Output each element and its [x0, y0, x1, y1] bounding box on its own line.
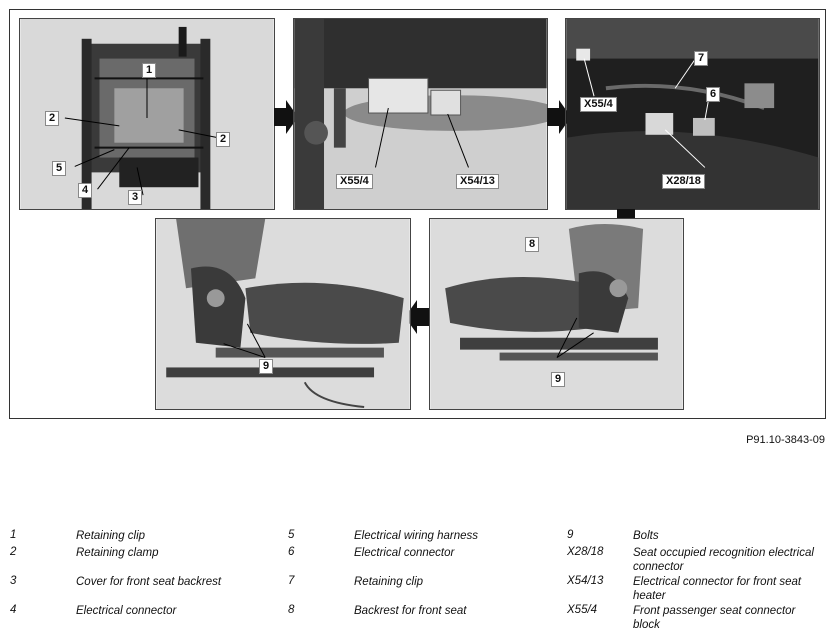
legend-key: 1 [10, 529, 17, 541]
legend-text: Retaining clamp [76, 547, 159, 559]
legend-key: 5 [288, 529, 295, 541]
figure-frame: 1 2 2 5 4 3 X55/4 X54/13 [9, 9, 826, 419]
callout-4: 4 [78, 183, 93, 198]
photo-panel-seat-bolts: 9 [155, 218, 411, 410]
legend-key: X28/18 [567, 546, 604, 558]
legend-key: 8 [288, 604, 295, 616]
legend-key: 7 [288, 575, 295, 587]
legend-text: Bolts [633, 530, 659, 542]
arrow-right-icon [274, 100, 298, 134]
callout-2-right: 2 [216, 132, 231, 147]
legend-text: Retaining clip [76, 530, 146, 542]
callout-7: 7 [694, 51, 709, 66]
callout-6: 6 [706, 87, 721, 102]
legend-text: Retaining clip [354, 576, 424, 588]
callout-5: 5 [52, 161, 67, 176]
legend-text: Seat occupied recognition electrical con… [633, 547, 814, 573]
legend-key: 6 [288, 546, 295, 558]
arrow-left-icon [405, 300, 429, 334]
legend-key: X55/4 [567, 604, 598, 616]
legend-text: Electrical connector [76, 605, 177, 617]
legend-text: Backrest for front seat [354, 605, 467, 617]
callout-8: 8 [525, 237, 540, 252]
callout-3: 3 [128, 190, 143, 205]
callout-x54-13: X54/13 [456, 174, 499, 189]
legend-key: 3 [10, 575, 17, 587]
seat-bolts-photo [156, 219, 410, 409]
figure-reference: P91.10-3843-09 [746, 434, 825, 446]
callout-x28-18: X28/18 [662, 174, 705, 189]
legend-text: Electrical connector for front seat heat… [633, 576, 802, 602]
callout-x55-4: X55/4 [336, 174, 373, 189]
callout-2-left: 2 [45, 111, 60, 126]
photo-panel-seat-occupied-connector: X55/4 7 6 X28/18 [565, 18, 820, 210]
photo-panel-connectors-under-seat: X55/4 X54/13 [293, 18, 548, 210]
callout-9-left: 9 [259, 359, 274, 374]
connectors-photo [294, 19, 547, 209]
callout-1: 1 [142, 63, 157, 78]
legend-key: 4 [10, 604, 17, 616]
callout-x55-4-right: X55/4 [580, 97, 617, 112]
legend-key: 2 [10, 546, 17, 558]
photo-panel-backrest-rear: 1 2 2 5 4 3 [19, 18, 275, 210]
legend-text: Electrical wiring harness [354, 530, 478, 542]
legend-text: Cover for front seat backrest [76, 576, 222, 588]
callout-9-right: 9 [551, 372, 566, 387]
legend-text: Front passenger seat connector block [633, 605, 796, 631]
legend-text: Electrical connector [354, 547, 455, 559]
photo-panel-seat-backrest: 8 9 [429, 218, 684, 410]
legend-key: X54/13 [567, 575, 604, 587]
backrest-rear-photo [20, 19, 274, 209]
legend-key: 9 [567, 529, 574, 541]
